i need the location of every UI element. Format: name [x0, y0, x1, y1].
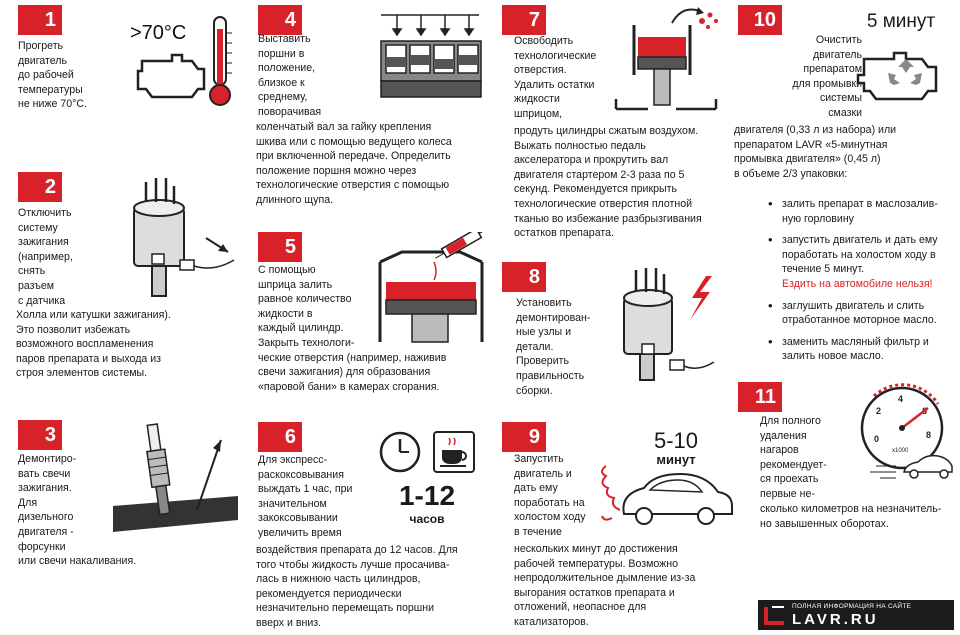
engine-flush-panel: 5 минут	[848, 5, 954, 115]
step-5: 5 С помощью шприца залить равное количес…	[258, 232, 493, 397]
spark-plug-icon	[113, 423, 238, 532]
svg-text:4: 4	[898, 394, 903, 404]
coffee-cup-icon	[433, 431, 475, 473]
step-6: 6 Для экспресс- раскоксовывания выждать …	[256, 422, 498, 632]
step-10: 10 Очистить двигатель препаратом для про…	[734, 5, 956, 362]
step-text-continued: нескольких минут до достижения рабочей т…	[514, 543, 696, 628]
step-text: Демонтиро- вать свечи зажигания. Для диз…	[18, 453, 137, 568]
step-1: 1 Прогреть двигатель до рабочей температ…	[18, 5, 242, 165]
car-smoke-icon	[601, 465, 733, 525]
tachometer-car-icon: 2 4 6 8 0 x1000	[860, 383, 953, 479]
step-text-continued: двигателя (0,33 л из набора) или препара…	[734, 124, 897, 180]
time-unit: минут	[656, 452, 696, 467]
step-number: 3	[18, 420, 62, 450]
pistons-icon	[380, 14, 482, 98]
step-2: 2 Отключить систему зажигания (например,…	[16, 172, 243, 392]
step-number: 5	[258, 232, 302, 262]
step-text: Выставить поршни в положение, близкое к …	[258, 33, 322, 118]
step-7: 7 Освободить технологические отверстия. …	[502, 5, 727, 250]
step-11: 11 Для полного удаления нагаров рекоменд…	[738, 382, 956, 532]
step-text: Освободить технологические отверстия. Уд…	[514, 35, 597, 120]
banner-caption: ПОЛНАЯ ИНФОРМАЦИЯ НА САЙТЕ	[792, 602, 912, 610]
step-number: 6	[258, 422, 302, 452]
step-number: 9	[502, 422, 546, 452]
step-number: 2	[18, 172, 62, 202]
step-number: 10	[738, 5, 782, 35]
svg-text:0: 0	[874, 434, 879, 444]
step-9: 9 Запустить двигатель и дать ему поработ…	[502, 422, 742, 634]
time-value: 5-10	[653, 428, 699, 453]
step-number: 1	[18, 5, 62, 35]
list-item: залить препарат в маслозалив- ную горлов…	[768, 197, 958, 226]
time-value: 1-12	[398, 480, 456, 511]
step-number: 8	[502, 262, 546, 292]
step-text: Для экспресс- раскоксовывания выждать 1 …	[258, 454, 353, 539]
list-item: заглушить двигатель и слить отработанное…	[768, 299, 958, 328]
step-4: 4 Выставить поршни в положение, близкое …	[256, 5, 483, 225]
list-item: запустить двигатель и дать ему поработат…	[768, 233, 958, 291]
time-panel: 1-12 часов	[372, 422, 482, 534]
flush-steps-list: залить препарат в маслозалив- ную горлов…	[768, 197, 958, 371]
svg-text:8: 8	[926, 430, 931, 440]
step-text-continued: коленчатый вал за гайку крепления шкива …	[256, 121, 452, 206]
svg-text:x1000: x1000	[892, 448, 909, 454]
syringe-cylinder-icon	[378, 232, 488, 343]
step-text: Установить демонтирован- ные узлы и дета…	[516, 297, 591, 397]
duration-label: 5 минут	[866, 11, 936, 32]
engine-recycle-icon	[856, 51, 938, 101]
step-text: Для полного удаления нагаров рекомендует…	[760, 415, 827, 500]
step-text-continued: Холла или катушки зажигания). Это позвол…	[16, 309, 171, 380]
step-text: Запустить двигатель и дать ему поработат…	[514, 453, 586, 538]
temperature-label: >70°С	[130, 22, 186, 44]
step-text-continued: воздействия препарата до 12 часов. Для т…	[256, 544, 458, 629]
step-text: Отключить систему зажигания (например, с…	[18, 207, 73, 307]
clock-icon	[379, 431, 421, 473]
lavr-website-banner[interactable]: ПОЛНАЯ ИНФОРМАЦИЯ НА САЙТЕ LAVR.RU	[758, 600, 954, 630]
svg-text:2: 2	[876, 406, 881, 416]
time-unit: часов	[409, 512, 445, 526]
ignition-reconnect-icon	[623, 268, 715, 381]
step-text: С помощью шприца залить равное количеств…	[258, 264, 447, 393]
banner-text: ПОЛНАЯ ИНФОРМАЦИЯ НА САЙТЕ LAVR.RU	[792, 603, 911, 628]
step-text: Прогреть двигатель до рабочей температур…	[18, 40, 87, 111]
ignition-distributor-icon	[133, 178, 235, 297]
list-item: заменить масляный фильтр и залить новое …	[768, 335, 958, 364]
step-number: 7	[502, 5, 546, 35]
step-text: Очистить двигатель препаратом для промыв…	[792, 34, 862, 119]
step-text-continued: продуть цилиндры сжатым воздухом. Выжать…	[514, 125, 702, 240]
warning-text: Ездить на автомобиле нельзя!	[782, 277, 933, 290]
step-number: 4	[258, 5, 302, 35]
website-link[interactable]: LAVR.RU	[792, 610, 879, 628]
cylinder-blowout-icon	[614, 7, 718, 111]
step-8: 8 Установить демонтирован- ные узлы и де…	[502, 262, 727, 412]
engine-thermometer-icon: >70°С	[122, 5, 242, 117]
step-number: 11	[738, 382, 782, 412]
step-text-continued: сколько километров на незначитель- но за…	[760, 503, 942, 530]
step-3: 3 Демонтиро- вать свечи зажигания. Для д…	[18, 420, 243, 580]
lavr-logo-icon	[758, 600, 792, 630]
